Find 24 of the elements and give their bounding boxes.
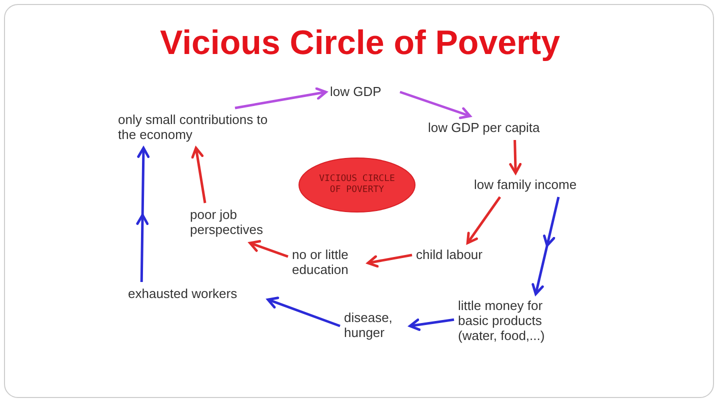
title: Vicious Circle of Poverty [159,24,561,63]
cause-text: only small contributions to the economy [118,112,268,142]
arrow [400,90,472,120]
cause-text: low GDP per capita [428,120,541,135]
arrow [466,196,502,244]
cause-text: no or little education [292,247,350,277]
cause-text: low family income [474,177,578,192]
ellipse-node [298,157,416,213]
arrow [366,254,412,268]
cause-text: disease, hunger [344,310,394,340]
arrow [532,196,560,296]
arrow [509,140,522,174]
arrow [191,146,206,204]
cause-text: child labour [416,247,484,262]
arrow [408,318,454,331]
arrow [248,240,288,258]
cause-text: low GDP [330,84,382,99]
arrow [266,296,340,328]
arrow [136,146,150,282]
ellipse-label: VICIOUS CIRCLE OF POVERTY [318,174,396,196]
cause-text: exhausted workers [128,286,238,301]
cause-text: little money for basic products (water, food,...) [458,298,546,343]
arrow [234,87,328,110]
cause-text: poor job perspectives [190,207,264,237]
